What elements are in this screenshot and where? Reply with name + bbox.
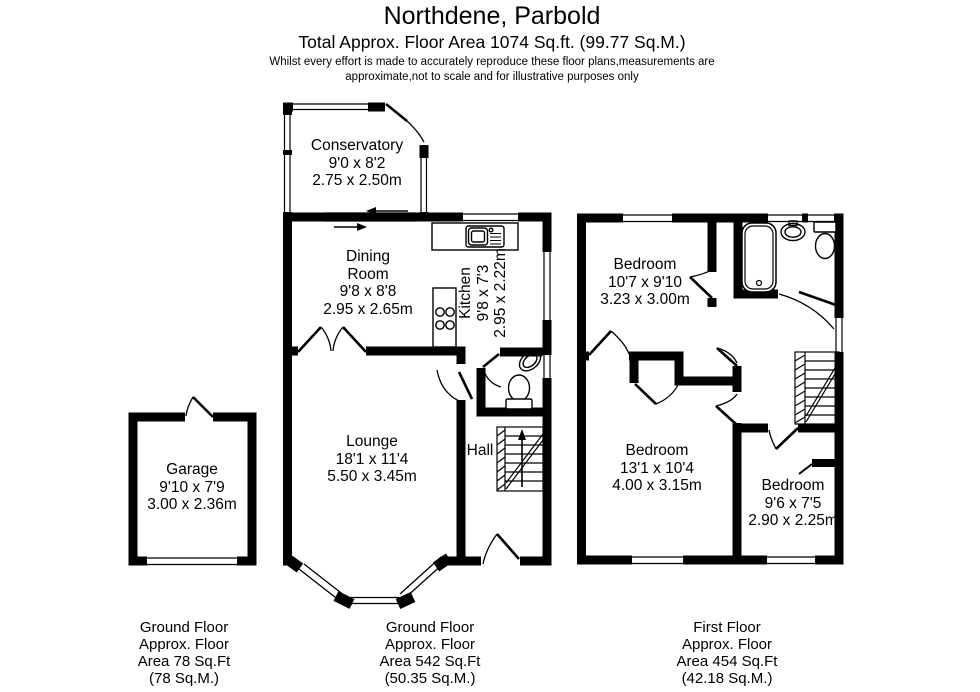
bathroom-toilet — [813, 221, 837, 260]
landing-door-upper — [716, 347, 738, 367]
bathroom-basin — [780, 220, 806, 242]
bathroom-door — [778, 290, 837, 330]
bedroom2-door — [715, 393, 738, 426]
kitchen-hob — [432, 287, 457, 348]
lounge-door — [436, 369, 474, 402]
kitchen-sink — [467, 227, 489, 246]
footer-ground-floor-garage: Ground Floor Approx. Floor Area 78 Sq.Ft… — [137, 619, 231, 687]
kitchen-counter — [431, 222, 519, 251]
room-label-lounge: Lounge 18'1 x 11'4 5.50 x 3.45m — [327, 433, 417, 485]
room-label-kitchen: Kitchen 9'8 x 7'3 2.95 x 2.22m — [456, 248, 509, 338]
page-title: Northdene, Parbold — [383, 2, 601, 30]
disclaimer: Whilst every effort is made to accuratel… — [269, 55, 714, 84]
garage-plan — [128, 396, 257, 566]
footer-first-floor: First Floor Approx. Floor Area 454 Sq.Ft… — [676, 619, 778, 687]
stairs-first — [794, 351, 840, 425]
wc-basin — [518, 350, 542, 372]
disclaimer-line-1: Whilst every effort is made to accuratel… — [269, 56, 715, 68]
page-subtitle: Total Approx. Floor Area 1074 Sq.ft. (99… — [298, 32, 686, 52]
bathtub — [741, 222, 777, 293]
conservatory-door — [385, 102, 425, 143]
bedroom3-door — [768, 427, 799, 450]
room-label-hall: Hall — [466, 442, 494, 459]
first-floor-plan — [577, 213, 844, 565]
disclaimer-line-2: approximate,not to scale and for illustr… — [345, 70, 639, 83]
bedroom1-door — [689, 269, 713, 299]
wc-door — [482, 352, 502, 388]
room-label-conservatory: Conservatory 9'0 x 8'2 2.75 x 2.50m — [310, 137, 404, 189]
front-door — [482, 533, 520, 565]
room-label-garage: Garage 9'10 x 7'9 3.00 x 2.36m — [147, 461, 237, 513]
dining-double-doors — [297, 326, 367, 353]
garage-door — [185, 396, 214, 418]
bay-window — [282, 553, 453, 609]
ground-floor-plan — [282, 102, 552, 609]
wc-toilet — [505, 374, 533, 410]
step-arrows — [334, 207, 408, 231]
room-label-bedroom1: Bedroom 10'7 x 9'10 3.23 x 3.00m — [600, 256, 690, 308]
closet-door — [634, 383, 679, 405]
room-label-dining: Dining Room 9'8 x 8'8 2.95 x 2.65m — [323, 248, 413, 318]
stairs-ground — [496, 426, 544, 492]
footer-ground-floor-main: Ground Floor Approx. Floor Area 542 Sq.F… — [379, 619, 481, 687]
room-label-bedroom2: Bedroom 13'1 x 10'4 4.00 x 3.15m — [612, 442, 702, 494]
bedroom1-second-door — [588, 330, 630, 356]
cupboard-door — [798, 463, 813, 475]
room-label-bedroom3: Bedroom 9'6 x 7'5 2.90 x 2.25m — [748, 477, 838, 529]
